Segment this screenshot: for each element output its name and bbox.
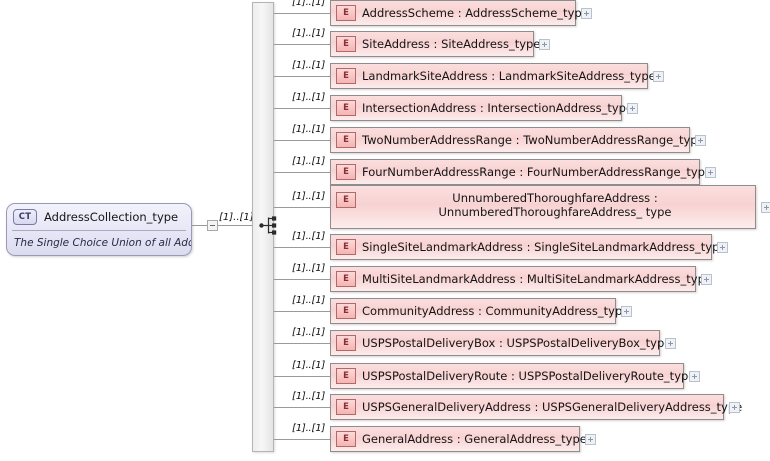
- plus-icon[interactable]: [653, 71, 664, 82]
- element-node-unnumberedthoroughfareaddress[interactable]: E UnnumberedThoroughfareAddress : Unnumbe…: [330, 185, 756, 229]
- element-label: UnnumberedThoroughfareAddress : Unnumber…: [438, 191, 672, 219]
- connector-line: [274, 207, 330, 208]
- element-badge-icon: E: [336, 335, 356, 351]
- element-label: TwoNumberAddressRange : TwoNumberAddress…: [362, 133, 705, 147]
- element-label: USPSPostalDeliveryRoute : USPSPostalDeli…: [362, 369, 696, 383]
- cardinality-label: [1]..[1]: [292, 263, 326, 274]
- element-label: MultiSiteLandmarkAddress : MultiSiteLand…: [362, 272, 712, 286]
- complextype-header: CT AddressCollection_type: [7, 204, 191, 230]
- cardinality-label: [1]..[1]: [292, 191, 326, 202]
- connector-line: [274, 311, 330, 312]
- connector-line: [274, 279, 330, 280]
- complextype-node-addresscollection[interactable]: CT AddressCollection_type The Single Cho…: [6, 203, 192, 256]
- connector-line: [274, 172, 330, 173]
- connector-line: [274, 108, 330, 109]
- connector-line-choice: [218, 225, 260, 226]
- element-badge-icon: E: [336, 239, 356, 255]
- cardinality-label: [1]..[1]: [292, 327, 326, 338]
- element-node-communityaddress[interactable]: E CommunityAddress : CommunityAddress_typ…: [330, 298, 629, 324]
- element-badge-icon: E: [336, 399, 356, 415]
- element-node-uspspostaldeliveryroute[interactable]: E USPSPostalDeliveryRoute : USPSPostalDel…: [330, 363, 695, 389]
- complextype-title: AddressCollection_type: [44, 210, 179, 224]
- element-badge-icon: E: [336, 271, 356, 287]
- plus-icon[interactable]: [539, 39, 550, 50]
- complextype-badge-icon: CT: [13, 209, 37, 225]
- connector-line: [274, 247, 330, 248]
- element-badge-icon: E: [336, 164, 356, 180]
- element-label: SingleSiteLandmarkAddress : SingleSiteLa…: [362, 240, 727, 254]
- element-node-landmarksiteaddress[interactable]: E LandmarkSiteAddress : LandmarkSiteAddre…: [330, 63, 656, 89]
- element-label: USPSGeneralDeliveryAddress : USPSGeneral…: [362, 400, 743, 414]
- connector-line: [274, 343, 330, 344]
- element-label: LandmarkSiteAddress : LandmarkSiteAddres…: [362, 69, 656, 83]
- cardinality-label: [1]..[1]: [292, 124, 326, 135]
- cardinality-label: [1]..[1]: [292, 360, 326, 371]
- root-cardinality-label: [1]..[1]: [219, 212, 254, 223]
- connector-line: [274, 13, 330, 14]
- element-badge-icon: E: [336, 368, 356, 384]
- element-node-fournumberaddressrange[interactable]: E FourNumberAddressRange : FourNumberAddr…: [330, 159, 712, 185]
- choice-node-icon[interactable]: [259, 214, 283, 238]
- divider: [12, 230, 186, 231]
- element-badge-icon: E: [336, 5, 356, 21]
- element-node-generaladdress[interactable]: E GeneralAddress : GeneralAddress_type: [330, 426, 587, 452]
- element-node-uspspostaldeliverybox[interactable]: E USPSPostalDeliveryBox : USPSPostalDeliv…: [330, 330, 671, 356]
- element-label: FourNumberAddressRange : FourNumberAddre…: [362, 165, 713, 179]
- plus-icon[interactable]: [689, 371, 700, 382]
- cardinality-label: [1]..[1]: [292, 231, 326, 242]
- plus-icon[interactable]: [705, 167, 716, 178]
- element-node-siteaddress[interactable]: E SiteAddress : SiteAddress_type: [330, 31, 540, 57]
- element-node-uspsgeneraldeliveryaddress[interactable]: E USPSGeneralDeliveryAddress : USPSGenera…: [330, 394, 742, 420]
- plus-icon[interactable]: [729, 402, 740, 413]
- minus-icon[interactable]: [207, 220, 218, 231]
- cardinality-label: [1]..[1]: [292, 391, 326, 402]
- cardinality-label: [1]..[1]: [292, 423, 326, 434]
- element-badge-icon: E: [336, 192, 356, 208]
- element-label: SiteAddress : SiteAddress_type: [362, 37, 541, 51]
- connector-line: [274, 44, 330, 45]
- plus-icon[interactable]: [585, 434, 596, 445]
- plus-icon[interactable]: [701, 274, 712, 285]
- element-badge-icon: E: [336, 100, 356, 116]
- plus-icon[interactable]: [621, 306, 632, 317]
- cardinality-label: [1]..[1]: [292, 156, 326, 167]
- connector-line-root: [192, 225, 208, 226]
- element-label: USPSPostalDeliveryBox : USPSPostalDelive…: [362, 336, 672, 350]
- element-badge-icon: E: [336, 431, 356, 447]
- element-node-multisitelandmarkaddress[interactable]: E MultiSiteLandmarkAddress : MultiSiteLan…: [330, 266, 712, 292]
- element-node-singlesitelandmarkaddress[interactable]: E SingleSiteLandmarkAddress : SingleSiteL…: [330, 234, 726, 260]
- connector-line: [274, 439, 330, 440]
- cardinality-label: [1]..[1]: [292, 60, 326, 71]
- plus-icon[interactable]: [695, 135, 706, 146]
- plus-icon[interactable]: [761, 202, 770, 213]
- plus-icon[interactable]: [717, 242, 728, 253]
- element-badge-icon: E: [336, 36, 356, 52]
- element-node-addressscheme[interactable]: E AddressScheme : AddressScheme_type: [330, 0, 589, 26]
- connector-line: [274, 407, 330, 408]
- element-label: AddressScheme : AddressScheme_type: [362, 6, 589, 20]
- element-label: CommunityAddress : CommunityAddress_type: [362, 304, 630, 318]
- plus-icon[interactable]: [665, 338, 676, 349]
- connector-line: [274, 76, 330, 77]
- cardinality-label: [1]..[1]: [292, 0, 326, 8]
- connector-line: [274, 140, 330, 141]
- plus-icon[interactable]: [581, 8, 592, 19]
- element-label: IntersectionAddress : IntersectionAddres…: [362, 101, 634, 115]
- cardinality-label: [1]..[1]: [292, 92, 326, 103]
- element-label: GeneralAddress : GeneralAddress_type: [362, 432, 587, 446]
- connector-line: [274, 376, 330, 377]
- element-badge-icon: E: [336, 68, 356, 84]
- element-node-intersectionaddress[interactable]: E IntersectionAddress : IntersectionAddre…: [330, 95, 633, 121]
- plus-icon[interactable]: [627, 103, 638, 114]
- cardinality-label: [1]..[1]: [292, 295, 326, 306]
- complextype-description: The Single Choice Union of all Address T…: [14, 237, 191, 249]
- element-badge-icon: E: [336, 303, 356, 319]
- cardinality-label: [1]..[1]: [292, 28, 326, 39]
- element-badge-icon: E: [336, 132, 356, 148]
- element-node-twonumberaddressrange[interactable]: E TwoNumberAddressRange : TwoNumberAddres…: [330, 127, 705, 153]
